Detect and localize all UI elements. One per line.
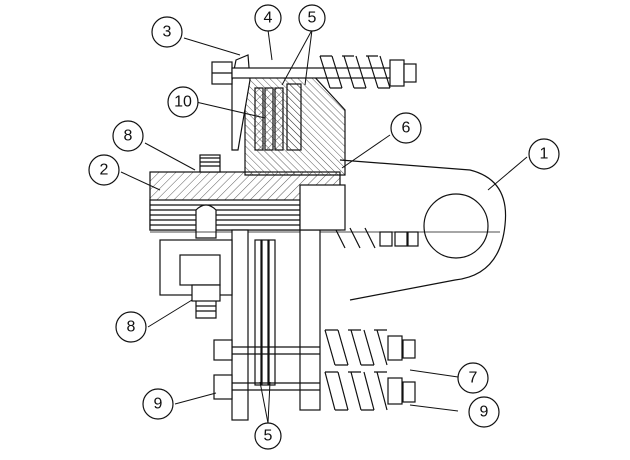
callout-2: 2	[100, 162, 109, 179]
callout-8-bottom: 8	[127, 319, 136, 336]
lower-plate-left	[231, 229, 249, 421]
upper-nut	[389, 59, 405, 87]
callout-10: 10	[174, 94, 192, 111]
lower-spring-2	[324, 371, 388, 411]
callout-9-left: 9	[154, 396, 163, 413]
callout-7: 7	[469, 370, 478, 387]
callout-1: 1	[540, 146, 549, 163]
pressure-plate	[286, 83, 302, 151]
yoke-eye	[423, 193, 489, 259]
upper-nut-2	[403, 63, 417, 83]
callout-6: 6	[402, 120, 411, 137]
callout-circles	[88, 4, 560, 450]
top-bolt	[199, 154, 221, 173]
friction-disc-2	[264, 87, 274, 151]
upper-spring	[319, 55, 391, 89]
callout-3: 3	[163, 24, 172, 41]
drawing-lines	[149, 54, 507, 421]
lower-spring-1	[324, 329, 388, 366]
friction-disc-1	[254, 87, 264, 151]
middle-spring	[334, 227, 376, 249]
yoke-arm	[339, 159, 507, 301]
callout-9-right: 9	[480, 404, 489, 421]
key-slot	[195, 204, 217, 239]
callout-8-top: 8	[124, 128, 133, 145]
callout-5-bottom: 5	[264, 428, 273, 445]
lower-bolt-head	[213, 374, 233, 400]
callout-5-top: 5	[308, 10, 317, 27]
hub-collar	[299, 184, 346, 231]
callout-4: 4	[264, 10, 273, 27]
bottom-bolt-nut	[191, 284, 221, 302]
leader-lines	[120, 29, 528, 424]
friction-disc-3	[274, 87, 284, 151]
